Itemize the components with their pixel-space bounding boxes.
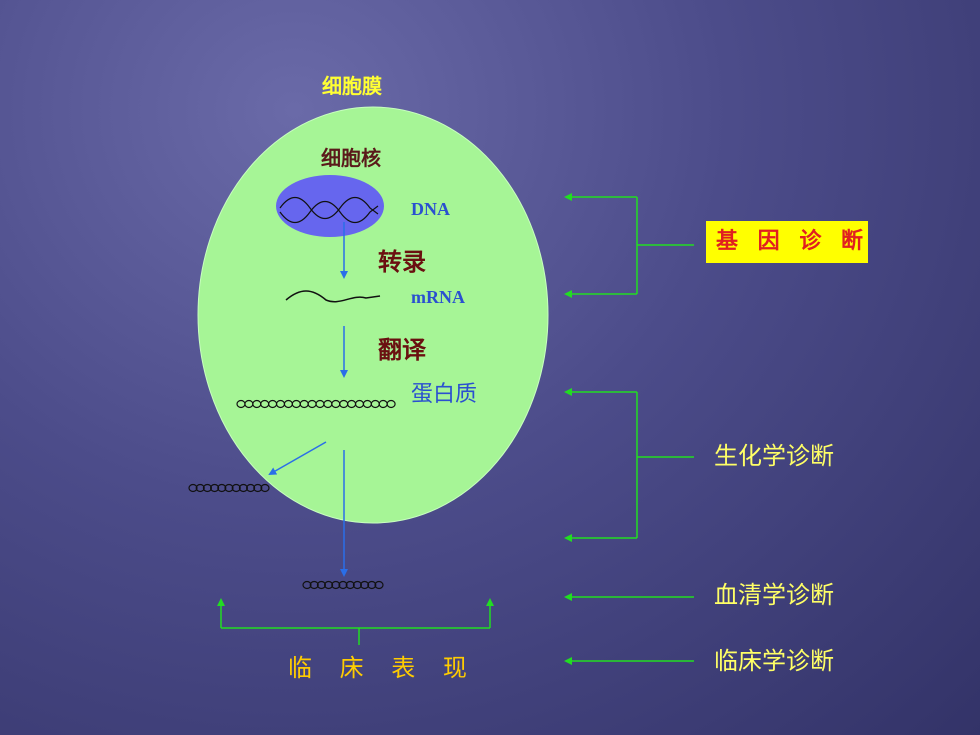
nucleus-label: 细胞核 <box>321 146 381 170</box>
bead <box>352 580 362 590</box>
gene-diagnosis-bracket <box>564 193 694 298</box>
bead <box>217 483 227 493</box>
gene-diagnosis-label: 基 因 诊 断 <box>716 229 869 254</box>
cell-membrane-label: 细胞膜 <box>322 74 382 98</box>
biochemical-diagnosis-label: 生化学诊断 <box>714 442 834 470</box>
nucleus-ellipse <box>276 175 384 237</box>
bead <box>246 483 256 493</box>
clinical-manifestation-label: 临 床 表 现 <box>288 654 477 682</box>
bead <box>195 483 205 493</box>
released-protein-chain-icon <box>302 580 384 590</box>
clinical-bracket <box>217 598 494 645</box>
bead <box>202 483 212 493</box>
serum-diagnosis-label: 血清学诊断 <box>714 581 834 609</box>
biochemical-diagnosis-bracket <box>564 388 694 542</box>
bead <box>367 580 377 590</box>
bead <box>224 483 234 493</box>
bead <box>386 399 396 409</box>
bead <box>374 580 384 590</box>
bead <box>231 483 241 493</box>
bead <box>345 580 355 590</box>
bead <box>331 580 341 590</box>
bead <box>338 580 348 590</box>
protein-label: 蛋白质 <box>411 382 478 407</box>
protein-chain-icon <box>236 399 396 409</box>
clinical-diagnosis-label: 临床学诊断 <box>714 647 834 675</box>
transcription-label: 转录 <box>378 248 426 276</box>
bead <box>253 483 263 493</box>
bead <box>302 580 312 590</box>
gene-diagnosis-box <box>706 221 868 263</box>
mrna-label: mRNA <box>411 287 465 307</box>
bead <box>309 580 319 590</box>
dna-label: DNA <box>411 199 450 219</box>
secreted-protein-chain-icon <box>188 483 270 493</box>
secretion-arrow <box>268 441 327 475</box>
bead <box>238 483 248 493</box>
bead <box>188 483 198 493</box>
translation-label: 翻译 <box>378 336 426 364</box>
bead <box>324 580 334 590</box>
bead <box>360 580 370 590</box>
bead <box>316 580 326 590</box>
dna-helix-icon <box>279 196 379 224</box>
bead <box>210 483 220 493</box>
mrna-strand-icon <box>285 290 381 303</box>
bead <box>260 483 270 493</box>
